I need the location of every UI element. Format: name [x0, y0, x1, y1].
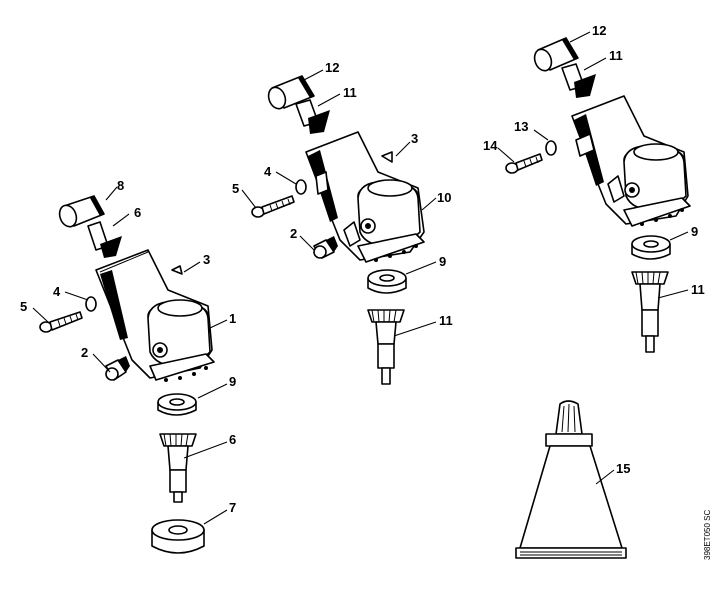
washer-b-3 — [381, 151, 393, 163]
callout-11-bottom: 11 — [439, 313, 453, 328]
callout-13: 13 — [514, 119, 528, 134]
callout-15: 15 — [616, 461, 630, 476]
bevel-gear-c — [631, 271, 669, 353]
callout-2: 2 — [81, 345, 88, 360]
callout-9: 9 — [691, 224, 698, 239]
gear-housing-c — [571, 95, 691, 227]
callout-14: 14 — [483, 138, 498, 153]
callout-8: 8 — [117, 178, 124, 193]
bearing-b — [367, 269, 407, 294]
pinion-b — [295, 99, 330, 134]
callout-9: 9 — [229, 374, 236, 389]
assembly-b: 12 11 3 4 5 10 2 9 11 — [232, 60, 453, 385]
assembly-c: 12 11 13 14 9 11 — [483, 23, 705, 353]
gear-housing-a — [95, 249, 215, 382]
plug-b — [313, 236, 338, 259]
callout-3: 3 — [411, 131, 418, 146]
callout-10: 10 — [437, 190, 451, 205]
bearing-c — [631, 235, 671, 260]
screw-c — [505, 140, 557, 174]
callout-4: 4 — [264, 164, 272, 179]
assembly-a: 8 6 3 4 5 1 2 9 6 7 — [20, 178, 236, 554]
callout-9: 9 — [439, 254, 446, 269]
washer-a-3 — [171, 265, 183, 275]
callout-3: 3 — [203, 252, 210, 267]
cap-b — [267, 75, 315, 110]
callout-5: 5 — [20, 299, 27, 314]
screw-a — [39, 296, 97, 333]
bearing-a — [157, 393, 197, 416]
grease-tube — [515, 400, 627, 559]
bearing-a-7 — [151, 519, 205, 554]
callout-11-top: 11 — [343, 85, 357, 100]
callout-11-top: 11 — [609, 48, 623, 63]
callout-1: 1 — [229, 311, 236, 326]
callout-4: 4 — [53, 284, 61, 299]
callout-12: 12 — [325, 60, 339, 75]
pinion-c — [561, 63, 596, 98]
bevel-gear-a — [159, 433, 197, 503]
callout-12: 12 — [592, 23, 606, 38]
callout-6-top: 6 — [134, 205, 141, 220]
gear-housing-b — [305, 131, 425, 263]
callout-7: 7 — [229, 500, 236, 515]
screw-b — [251, 179, 307, 218]
reference-code: 398ET050 SC — [703, 510, 712, 560]
cap-a — [58, 195, 105, 228]
plug-a — [105, 356, 130, 381]
callout-11-bottom: 11 — [691, 282, 705, 297]
pinion-a — [87, 221, 122, 258]
callout-5: 5 — [232, 181, 239, 196]
cap-c — [533, 37, 579, 72]
callout-2: 2 — [290, 226, 297, 241]
callout-6-bottom: 6 — [229, 432, 236, 447]
bevel-gear-b — [367, 309, 405, 385]
